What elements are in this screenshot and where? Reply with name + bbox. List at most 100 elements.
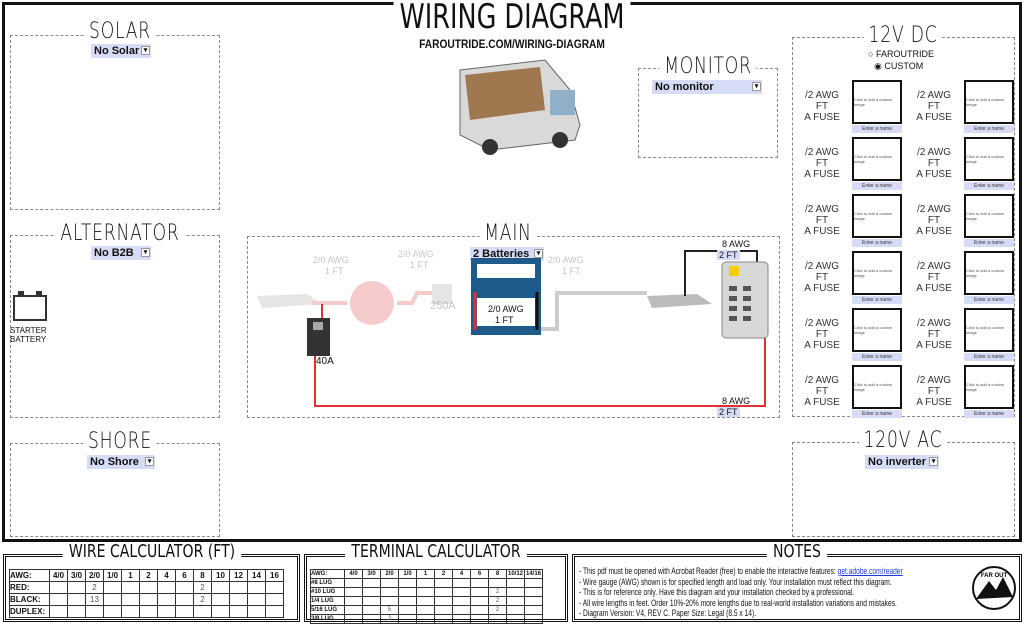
circuit-ft[interactable]: FT	[927, 101, 941, 112]
table-cell	[434, 596, 453, 606]
custom-image-button[interactable]: Click to add a custom image	[852, 251, 902, 295]
table-cell	[524, 605, 543, 615]
circuit-fuse[interactable]: A FUSE	[804, 397, 840, 408]
circuit-ft[interactable]: FT	[815, 329, 829, 340]
circuit-ft[interactable]: FT	[927, 215, 941, 226]
adobe-reader-link[interactable]: get.adobe.com/reader	[837, 566, 903, 577]
circuit-name-input[interactable]: Enter a name	[964, 353, 1014, 361]
circuit-awg[interactable]: /2 AWG	[804, 261, 840, 272]
radio-faroutride[interactable]: ○ FAROUTRIDE	[868, 49, 934, 59]
page-subtitle: FAROUTRIDE.COM/WIRING-DIAGRAM	[419, 37, 605, 51]
main-dropdown[interactable]: 2 Batteries▾	[470, 247, 544, 261]
table-cell	[470, 587, 489, 597]
custom-image-button[interactable]: Click to add a custom image	[964, 365, 1014, 409]
circuit-ft[interactable]: FT	[927, 386, 941, 397]
circuit-name-input[interactable]: Enter a name	[964, 296, 1014, 304]
table-cell	[49, 581, 68, 594]
bus-wire-awg: 2/0 AWG	[313, 255, 349, 265]
chevron-down-icon: ▾	[534, 249, 543, 258]
table-cell	[229, 605, 248, 618]
table-cell	[524, 596, 543, 606]
circuit-fuse[interactable]: A FUSE	[804, 283, 840, 294]
circuit-name-input[interactable]: Enter a name	[964, 125, 1014, 133]
main-wiring	[257, 250, 769, 407]
custom-image-button[interactable]: Click to add a custom image	[852, 194, 902, 238]
table-cell: DUPLEX:	[9, 605, 50, 618]
circuit-awg[interactable]: /2 AWG	[916, 90, 952, 101]
circuit-awg[interactable]: /2 AWG	[804, 147, 840, 158]
circuit-ft[interactable]: FT	[927, 329, 941, 340]
custom-image-button[interactable]: Click to add a custom image	[852, 137, 902, 181]
table-cell: BLACK:	[9, 593, 50, 606]
circuit-awg[interactable]: /2 AWG	[916, 261, 952, 272]
circuit-fuse[interactable]: A FUSE	[916, 340, 952, 351]
alternator-dropdown[interactable]: No B2B▾	[91, 246, 151, 260]
circuit-awg[interactable]: /2 AWG	[804, 375, 840, 386]
custom-image-button[interactable]: Click to add a custom image	[964, 251, 1014, 295]
circuit-name-input[interactable]: Enter a name	[964, 239, 1014, 247]
column-header: 2/0	[85, 569, 104, 582]
circuit-fuse[interactable]: A FUSE	[916, 169, 952, 180]
circuit-awg[interactable]: /2 AWG	[916, 318, 952, 329]
circuit-name-input[interactable]: Enter a name	[852, 410, 902, 418]
custom-image-button[interactable]: Click to add a custom image	[964, 194, 1014, 238]
monitor-dropdown[interactable]: No monitor▾	[652, 80, 762, 94]
circuit-ft[interactable]: FT	[815, 101, 829, 112]
table-cell: 1/4 LUG	[310, 596, 345, 606]
table-cell: 2	[193, 581, 212, 594]
circuit-awg[interactable]: /2 AWG	[804, 90, 840, 101]
circuit-fuse[interactable]: A FUSE	[804, 340, 840, 351]
table-cell	[362, 587, 381, 597]
circuit-fuse[interactable]: A FUSE	[916, 226, 952, 237]
table-cell	[121, 605, 140, 618]
table-cell	[452, 587, 471, 597]
circuit-ft[interactable]: FT	[815, 158, 829, 169]
circuit-name-input[interactable]: Enter a name	[964, 182, 1014, 190]
circuit-name-input[interactable]: Enter a name	[852, 125, 902, 133]
dc-circuit-10: /2 AWG FT A FUSE Click to add a custom i…	[906, 306, 1018, 363]
circuit-ft[interactable]: FT	[927, 158, 941, 169]
shore-dropdown[interactable]: No Shore▾	[87, 455, 155, 469]
circuit-fuse[interactable]: A FUSE	[804, 112, 840, 123]
table-cell	[398, 605, 417, 615]
circuit-ft[interactable]: FT	[927, 272, 941, 283]
circuit-name-input[interactable]: Enter a name	[852, 353, 902, 361]
circuit-awg[interactable]: /2 AWG	[916, 147, 952, 158]
table-cell	[247, 581, 266, 594]
ac-dropdown[interactable]: No inverter▾	[865, 455, 939, 469]
solar-dropdown[interactable]: No Solar▾	[91, 44, 151, 58]
custom-image-button[interactable]: Click to add a custom image	[964, 308, 1014, 352]
circuit-ft[interactable]: FT	[815, 386, 829, 397]
circuit-name-input[interactable]: Enter a name	[964, 410, 1014, 418]
circuit-awg[interactable]: /2 AWG	[804, 318, 840, 329]
circuit-awg[interactable]: /2 AWG	[916, 204, 952, 215]
circuit-ft[interactable]: FT	[815, 272, 829, 283]
custom-image-button[interactable]: Click to add a custom image	[852, 80, 902, 124]
neg-wire-ft: 1 FT	[562, 266, 581, 276]
note-line: - This is for reference only. Have this …	[579, 587, 855, 598]
custom-image-button[interactable]: Click to add a custom image	[852, 308, 902, 352]
circuit-fuse[interactable]: A FUSE	[804, 169, 840, 180]
circuit-awg[interactable]: /2 AWG	[916, 375, 952, 386]
custom-image-button[interactable]: Click to add a custom image	[852, 365, 902, 409]
circuit-fuse[interactable]: A FUSE	[804, 226, 840, 237]
custom-image-button[interactable]: Click to add a custom image	[964, 137, 1014, 181]
column-header: 6	[470, 569, 489, 579]
circuit-fuse[interactable]: A FUSE	[916, 283, 952, 294]
dc-circuit-5: /2 AWG FT A FUSE Click to add a custom i…	[794, 192, 906, 249]
circuit-fuse[interactable]: A FUSE	[916, 397, 952, 408]
column-header: 14	[247, 569, 266, 582]
circuit-name-input[interactable]: Enter a name	[852, 239, 902, 247]
radio-custom[interactable]: ◉ CUSTOM	[874, 61, 924, 71]
circuit-fuse[interactable]: A FUSE	[916, 112, 952, 123]
table-cell	[344, 605, 363, 615]
table-cell	[452, 605, 471, 615]
circuit-awg[interactable]: /2 AWG	[804, 204, 840, 215]
custom-image-button[interactable]: Click to add a custom image	[964, 80, 1014, 124]
circuit-name-input[interactable]: Enter a name	[852, 296, 902, 304]
column-header: 1	[416, 569, 435, 579]
circuit-name-input[interactable]: Enter a name	[852, 182, 902, 190]
circuit-ft[interactable]: FT	[815, 215, 829, 226]
far-out-ride-logo: FAR OUT	[972, 566, 1016, 610]
